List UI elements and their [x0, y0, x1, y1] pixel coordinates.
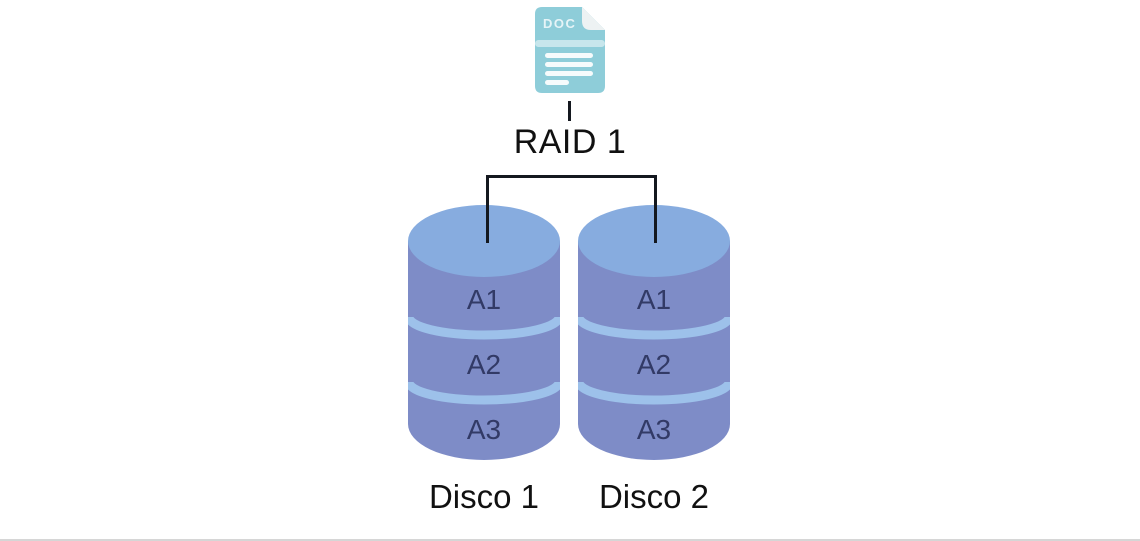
- document-icon: DOC: [535, 7, 605, 93]
- connector-right-drop: [654, 175, 657, 243]
- cylinder-body: [578, 241, 730, 460]
- document-header-band: [535, 40, 605, 47]
- block-label: A2: [466, 349, 502, 380]
- document-icon-graphic: DOC: [535, 7, 605, 93]
- cylinder-divider: [408, 316, 560, 340]
- block-label: A2: [636, 349, 672, 380]
- cylinder-top: [408, 205, 560, 277]
- cylinder-graphic: [408, 205, 560, 460]
- bottom-divider: [0, 539, 1140, 541]
- cylinder-divider: [408, 381, 560, 405]
- disk-cylinder-1: A1 A2 A3: [408, 205, 560, 460]
- cylinder-graphic: [578, 205, 730, 460]
- cylinder-body: [408, 241, 560, 460]
- connector-horizontal: [486, 175, 657, 178]
- document-fold-corner: [582, 7, 605, 30]
- cylinder-divider: [578, 316, 730, 340]
- block-label: A3: [636, 414, 672, 445]
- document-text-line: [545, 71, 593, 76]
- raid-label: RAID 1: [513, 123, 627, 161]
- disk-caption-2: Disco 2: [598, 478, 710, 515]
- block-label: A3: [466, 414, 502, 445]
- disk-cylinder-2: A1 A2 A3: [578, 205, 730, 460]
- block-label: A1: [636, 284, 672, 315]
- document-text-line: [545, 53, 593, 58]
- document-text-line: [545, 62, 593, 67]
- block-label: A1: [466, 284, 502, 315]
- connector-left-drop: [486, 175, 489, 243]
- connector-file-to-raid: [568, 101, 571, 121]
- document-type-label: DOC: [543, 16, 576, 31]
- document-text-line-short: [545, 80, 569, 85]
- cylinder-divider: [578, 381, 730, 405]
- disk-caption-1: Disco 1: [428, 478, 540, 515]
